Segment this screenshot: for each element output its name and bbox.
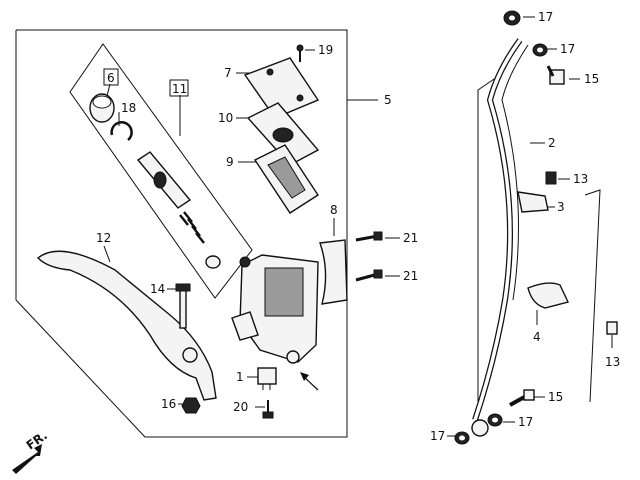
bolt-13b	[606, 321, 618, 335]
holder-8	[319, 239, 348, 305]
sealing-washer-17d	[454, 431, 470, 445]
hose-banjo-fitting	[471, 419, 489, 437]
arrow-indicator	[300, 372, 319, 391]
oil-bolt-15b	[509, 389, 535, 407]
hose-guide-4	[527, 282, 569, 309]
assembly-frame-11	[69, 43, 253, 299]
callout-16: 16	[161, 397, 176, 411]
sealing-washer-17c	[487, 413, 503, 427]
bolt-21b	[355, 269, 383, 282]
front-direction-arrow	[12, 444, 42, 474]
sealing-washer-17a	[503, 10, 521, 26]
callout-13-lower: 13	[605, 355, 620, 369]
callout-6: 6	[107, 71, 115, 85]
master-cylinder-cap	[243, 57, 320, 119]
callout-17-bottom: 17	[430, 429, 445, 443]
callout-15-lower: 15	[548, 390, 563, 404]
assembly-frame-5	[15, 29, 348, 438]
callout-10: 10	[218, 111, 233, 125]
callout-2: 2	[548, 136, 556, 150]
hose-clamp-3	[517, 191, 549, 213]
callout-9: 9	[226, 155, 234, 169]
switch-1	[257, 367, 277, 390]
diaphragm	[253, 144, 319, 214]
callout-5: 5	[384, 93, 392, 107]
piston-set	[136, 151, 221, 269]
callout-12: 12	[96, 231, 111, 245]
reservoir-body	[231, 254, 319, 364]
callout-19: 19	[318, 43, 333, 57]
screw-20	[262, 400, 274, 419]
pivot-bolt-14	[175, 283, 191, 329]
callout-1: 1	[236, 370, 244, 384]
callout-14: 14	[150, 282, 165, 296]
callout-15-upper: 15	[584, 72, 599, 86]
nut-16	[181, 397, 201, 414]
brake-lever-12	[36, 250, 217, 401]
callout-21-upper: 21	[403, 231, 418, 245]
callout-20: 20	[233, 400, 248, 414]
callout-6-box: 6	[103, 68, 119, 86]
callout-13-upper: 13	[573, 172, 588, 186]
callout-8: 8	[330, 203, 338, 217]
screw-19	[296, 44, 304, 62]
bolt-21a	[355, 231, 383, 242]
callout-3: 3	[557, 200, 565, 214]
oil-bolt-15a	[546, 65, 565, 85]
callout-17-lower: 17	[518, 415, 533, 429]
boot-6	[89, 93, 115, 123]
circlip-18	[110, 121, 133, 141]
brake-hose-2	[472, 38, 529, 421]
callout-17-top: 17	[538, 10, 553, 24]
callout-21-lower: 21	[403, 269, 418, 283]
callout-18: 18	[121, 101, 136, 115]
callout-17-upper: 17	[560, 42, 575, 56]
direction-label: FR.	[24, 428, 50, 452]
callout-4: 4	[533, 330, 541, 344]
callout-11-box: 11	[169, 79, 189, 97]
callout-11: 11	[172, 82, 187, 96]
callout-7: 7	[224, 66, 232, 80]
sealing-washer-17b	[532, 43, 548, 57]
bolt-13a	[545, 171, 557, 185]
